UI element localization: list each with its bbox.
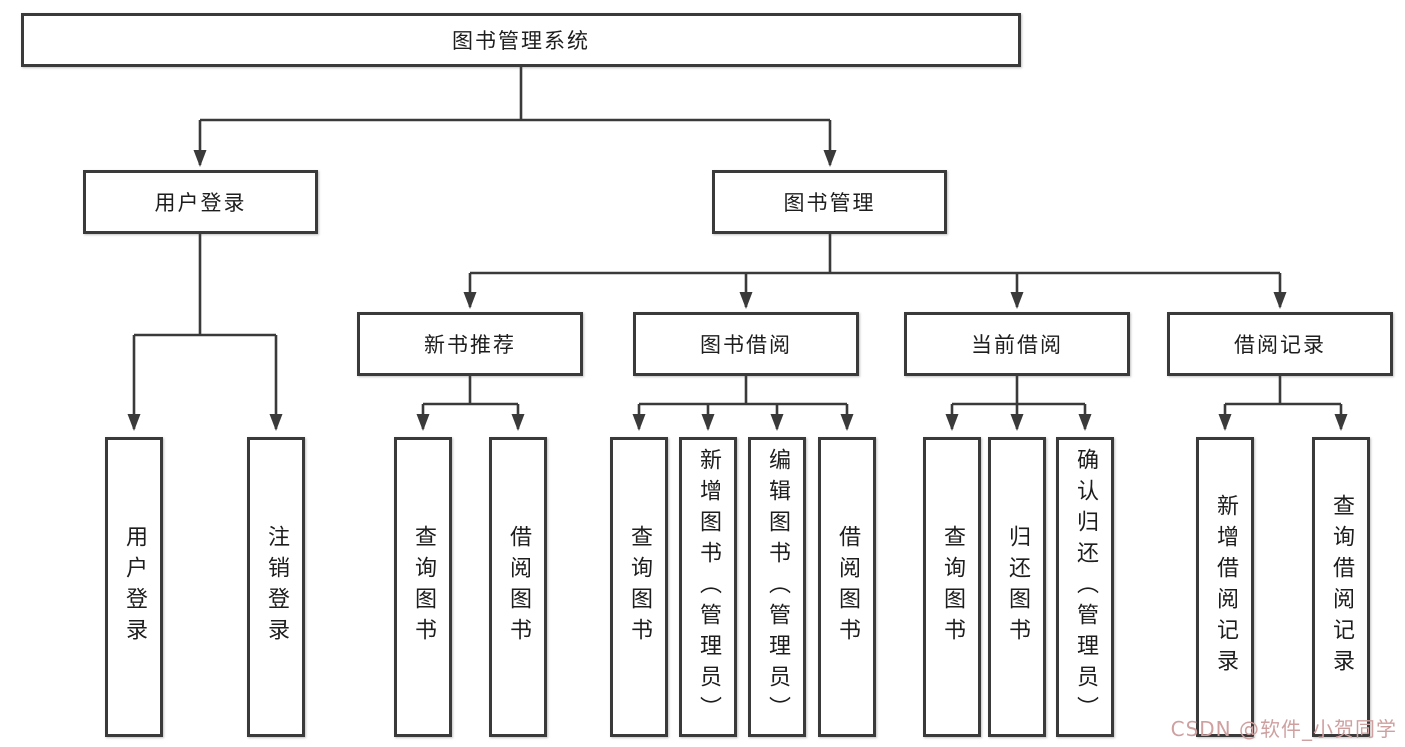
leaf-label: 借阅图书 — [506, 525, 531, 649]
leaf-borrow-add-books-admin: 新增图书（管理员） — [679, 437, 737, 737]
node-label: 图书管理系统 — [452, 29, 590, 53]
leaf-label: 用户登录 — [122, 525, 147, 649]
leaf-borrow-query-books: 查询图书 — [610, 437, 668, 737]
leaf-user-login: 用户登录 — [105, 437, 163, 737]
leaf-records-add-record: 新增借阅记录 — [1196, 437, 1254, 737]
leaf-current-confirm-return-admin: 确认归还（管理员） — [1056, 437, 1114, 737]
leaf-label: 确认归还（管理员） — [1073, 447, 1098, 727]
leaf-label: 新增图书（管理员） — [696, 447, 721, 727]
node-user-login: 用户登录 — [83, 170, 318, 234]
leaf-current-query-books: 查询图书 — [923, 437, 981, 737]
leaf-label: 查询图书 — [627, 525, 652, 649]
node-borrowing-records: 借阅记录 — [1167, 312, 1393, 376]
leaf-label: 新增借阅记录 — [1213, 494, 1238, 680]
node-label: 借阅记录 — [1234, 333, 1326, 357]
leaf-label: 查询借阅记录 — [1329, 494, 1354, 680]
leaf-borrow-borrow-books: 借阅图书 — [818, 437, 876, 737]
leaf-label: 借阅图书 — [835, 525, 860, 649]
node-label: 图书借阅 — [700, 333, 792, 357]
node-current-borrowing: 当前借阅 — [904, 312, 1130, 376]
leaf-current-return-books: 归还图书 — [988, 437, 1046, 737]
leaf-label: 查询图书 — [940, 525, 965, 649]
node-label: 新书推荐 — [424, 333, 516, 357]
node-label: 图书管理 — [783, 191, 876, 215]
leaf-newrec-borrow-books: 借阅图书 — [489, 437, 547, 737]
node-new-book-recommend: 新书推荐 — [357, 312, 583, 376]
leaf-label: 注销登录 — [264, 525, 289, 649]
csdn-watermark: CSDN @软件_小贺同学 — [1170, 717, 1397, 741]
leaf-records-query-record: 查询借阅记录 — [1312, 437, 1370, 737]
leaf-label: 归还图书 — [1005, 525, 1030, 649]
leaf-borrow-edit-books-admin: 编辑图书（管理员） — [748, 437, 806, 737]
leaf-label: 查询图书 — [411, 525, 436, 649]
node-book-management: 图书管理 — [712, 170, 947, 234]
leaf-label: 编辑图书（管理员） — [765, 447, 790, 727]
node-label: 当前借阅 — [971, 333, 1063, 357]
node-book-borrowing: 图书借阅 — [633, 312, 859, 376]
leaf-newrec-query-books: 查询图书 — [394, 437, 452, 737]
leaf-logout: 注销登录 — [247, 437, 305, 737]
node-library-management-system: 图书管理系统 — [21, 13, 1021, 67]
node-label: 用户登录 — [154, 191, 247, 215]
